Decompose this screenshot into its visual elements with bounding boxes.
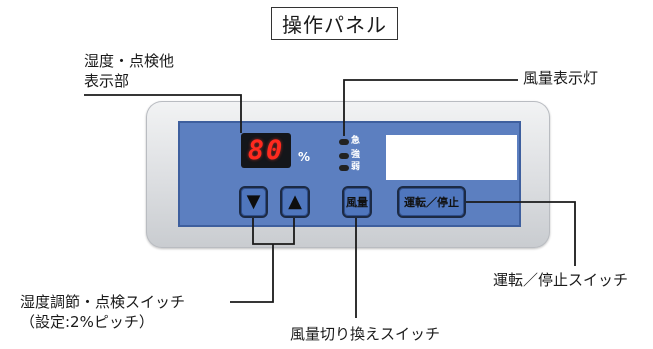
fan-level-label-medium: 強 (351, 150, 361, 160)
humidity-display-callout-line1: 湿度・点検他 (84, 52, 175, 70)
humidity-down-button[interactable]: ▼ (239, 186, 268, 218)
fan-level-label-low: 弱 (351, 162, 361, 172)
fan-level-led-medium (339, 153, 349, 159)
panel-title: 操作パネル (271, 7, 398, 40)
humidity-up-button[interactable]: ▲ (280, 186, 310, 218)
humidity-display-callout-line2: 表示部 (84, 72, 130, 90)
fan-level-label-high: 急 (351, 136, 361, 146)
fan-volume-button-label: 風量 (346, 196, 368, 209)
humidity-unit: % (298, 150, 311, 164)
leader-humidity-switch-drop (230, 244, 274, 303)
triangle-up-icon: ▲ (288, 191, 302, 212)
fan-indicator-callout: 風量表示灯 (523, 69, 599, 87)
humidity-display: 80 (241, 133, 291, 168)
run-stop-button-label: 運転／停止 (404, 196, 459, 209)
humidity-switch-callout-line2: （設定:2%ピッチ） (20, 313, 154, 331)
fan-level-led-low (339, 165, 349, 171)
humidity-display-callout: 湿度・点検他 表示部 (84, 51, 204, 91)
fan-switch-callout: 風量切り換えスイッチ (290, 325, 441, 343)
run-stop-button[interactable]: 運転／停止 (397, 186, 466, 218)
panel-blank-window (386, 135, 517, 180)
humidity-switch-callout-line1: 湿度調節・点検スイッチ (20, 293, 186, 311)
fan-volume-button[interactable]: 風量 (342, 186, 372, 218)
humidity-switch-callout: 湿度調節・点検スイッチ （設定:2%ピッチ） (20, 292, 185, 332)
fan-level-led-high (339, 139, 349, 145)
run-stop-switch-callout: 運転／停止スイッチ (493, 271, 629, 289)
triangle-down-icon: ▼ (246, 191, 261, 212)
